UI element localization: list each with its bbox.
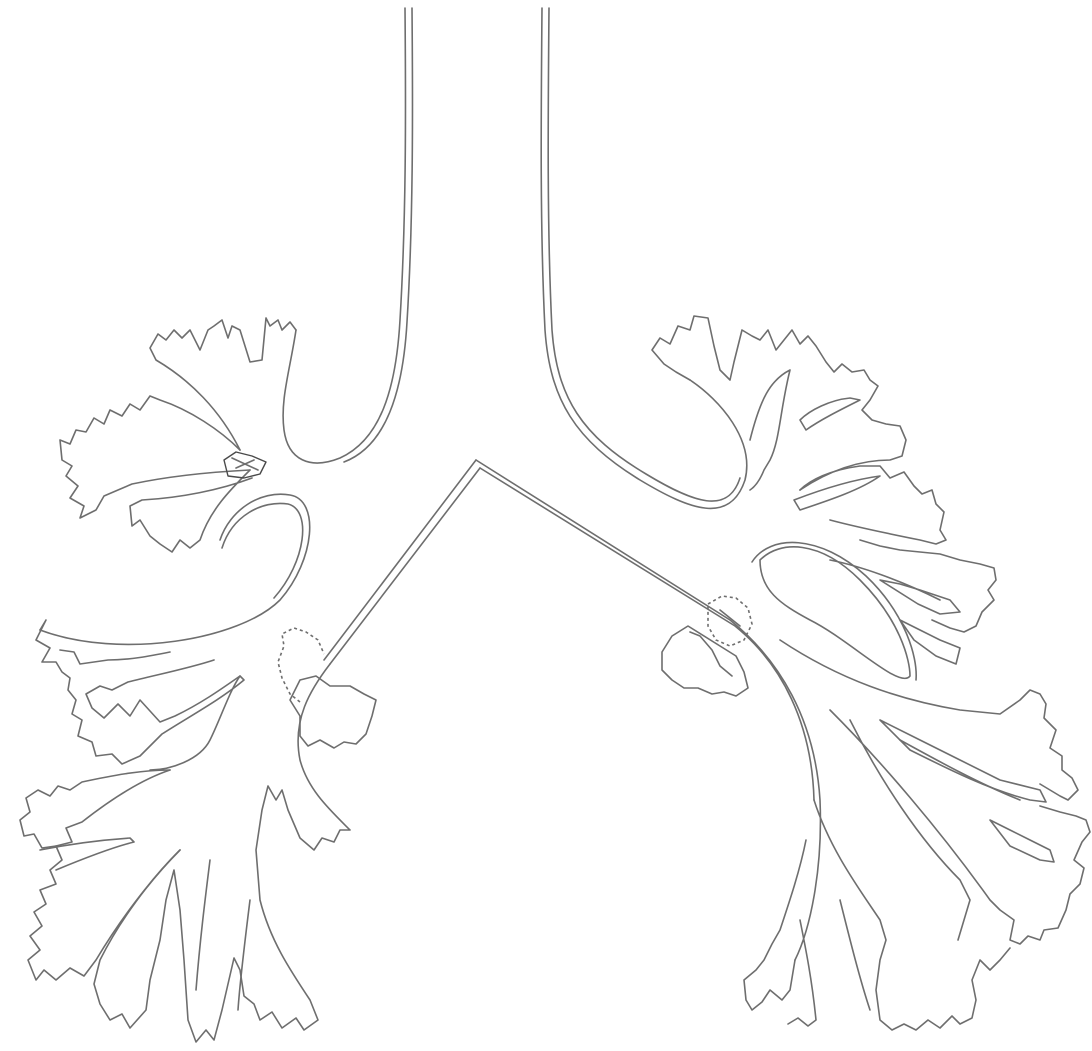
right-upper-lobe (652, 316, 946, 544)
left-mid-lobe (36, 620, 244, 770)
right-hilum (662, 596, 752, 696)
trachea (283, 8, 747, 508)
right-lower-lobe (744, 640, 1090, 1030)
left-upper-lobe (40, 318, 310, 644)
right-middle-lobe (752, 540, 996, 680)
main-bronchi (324, 460, 820, 960)
left-lower-lobe (20, 628, 376, 1042)
